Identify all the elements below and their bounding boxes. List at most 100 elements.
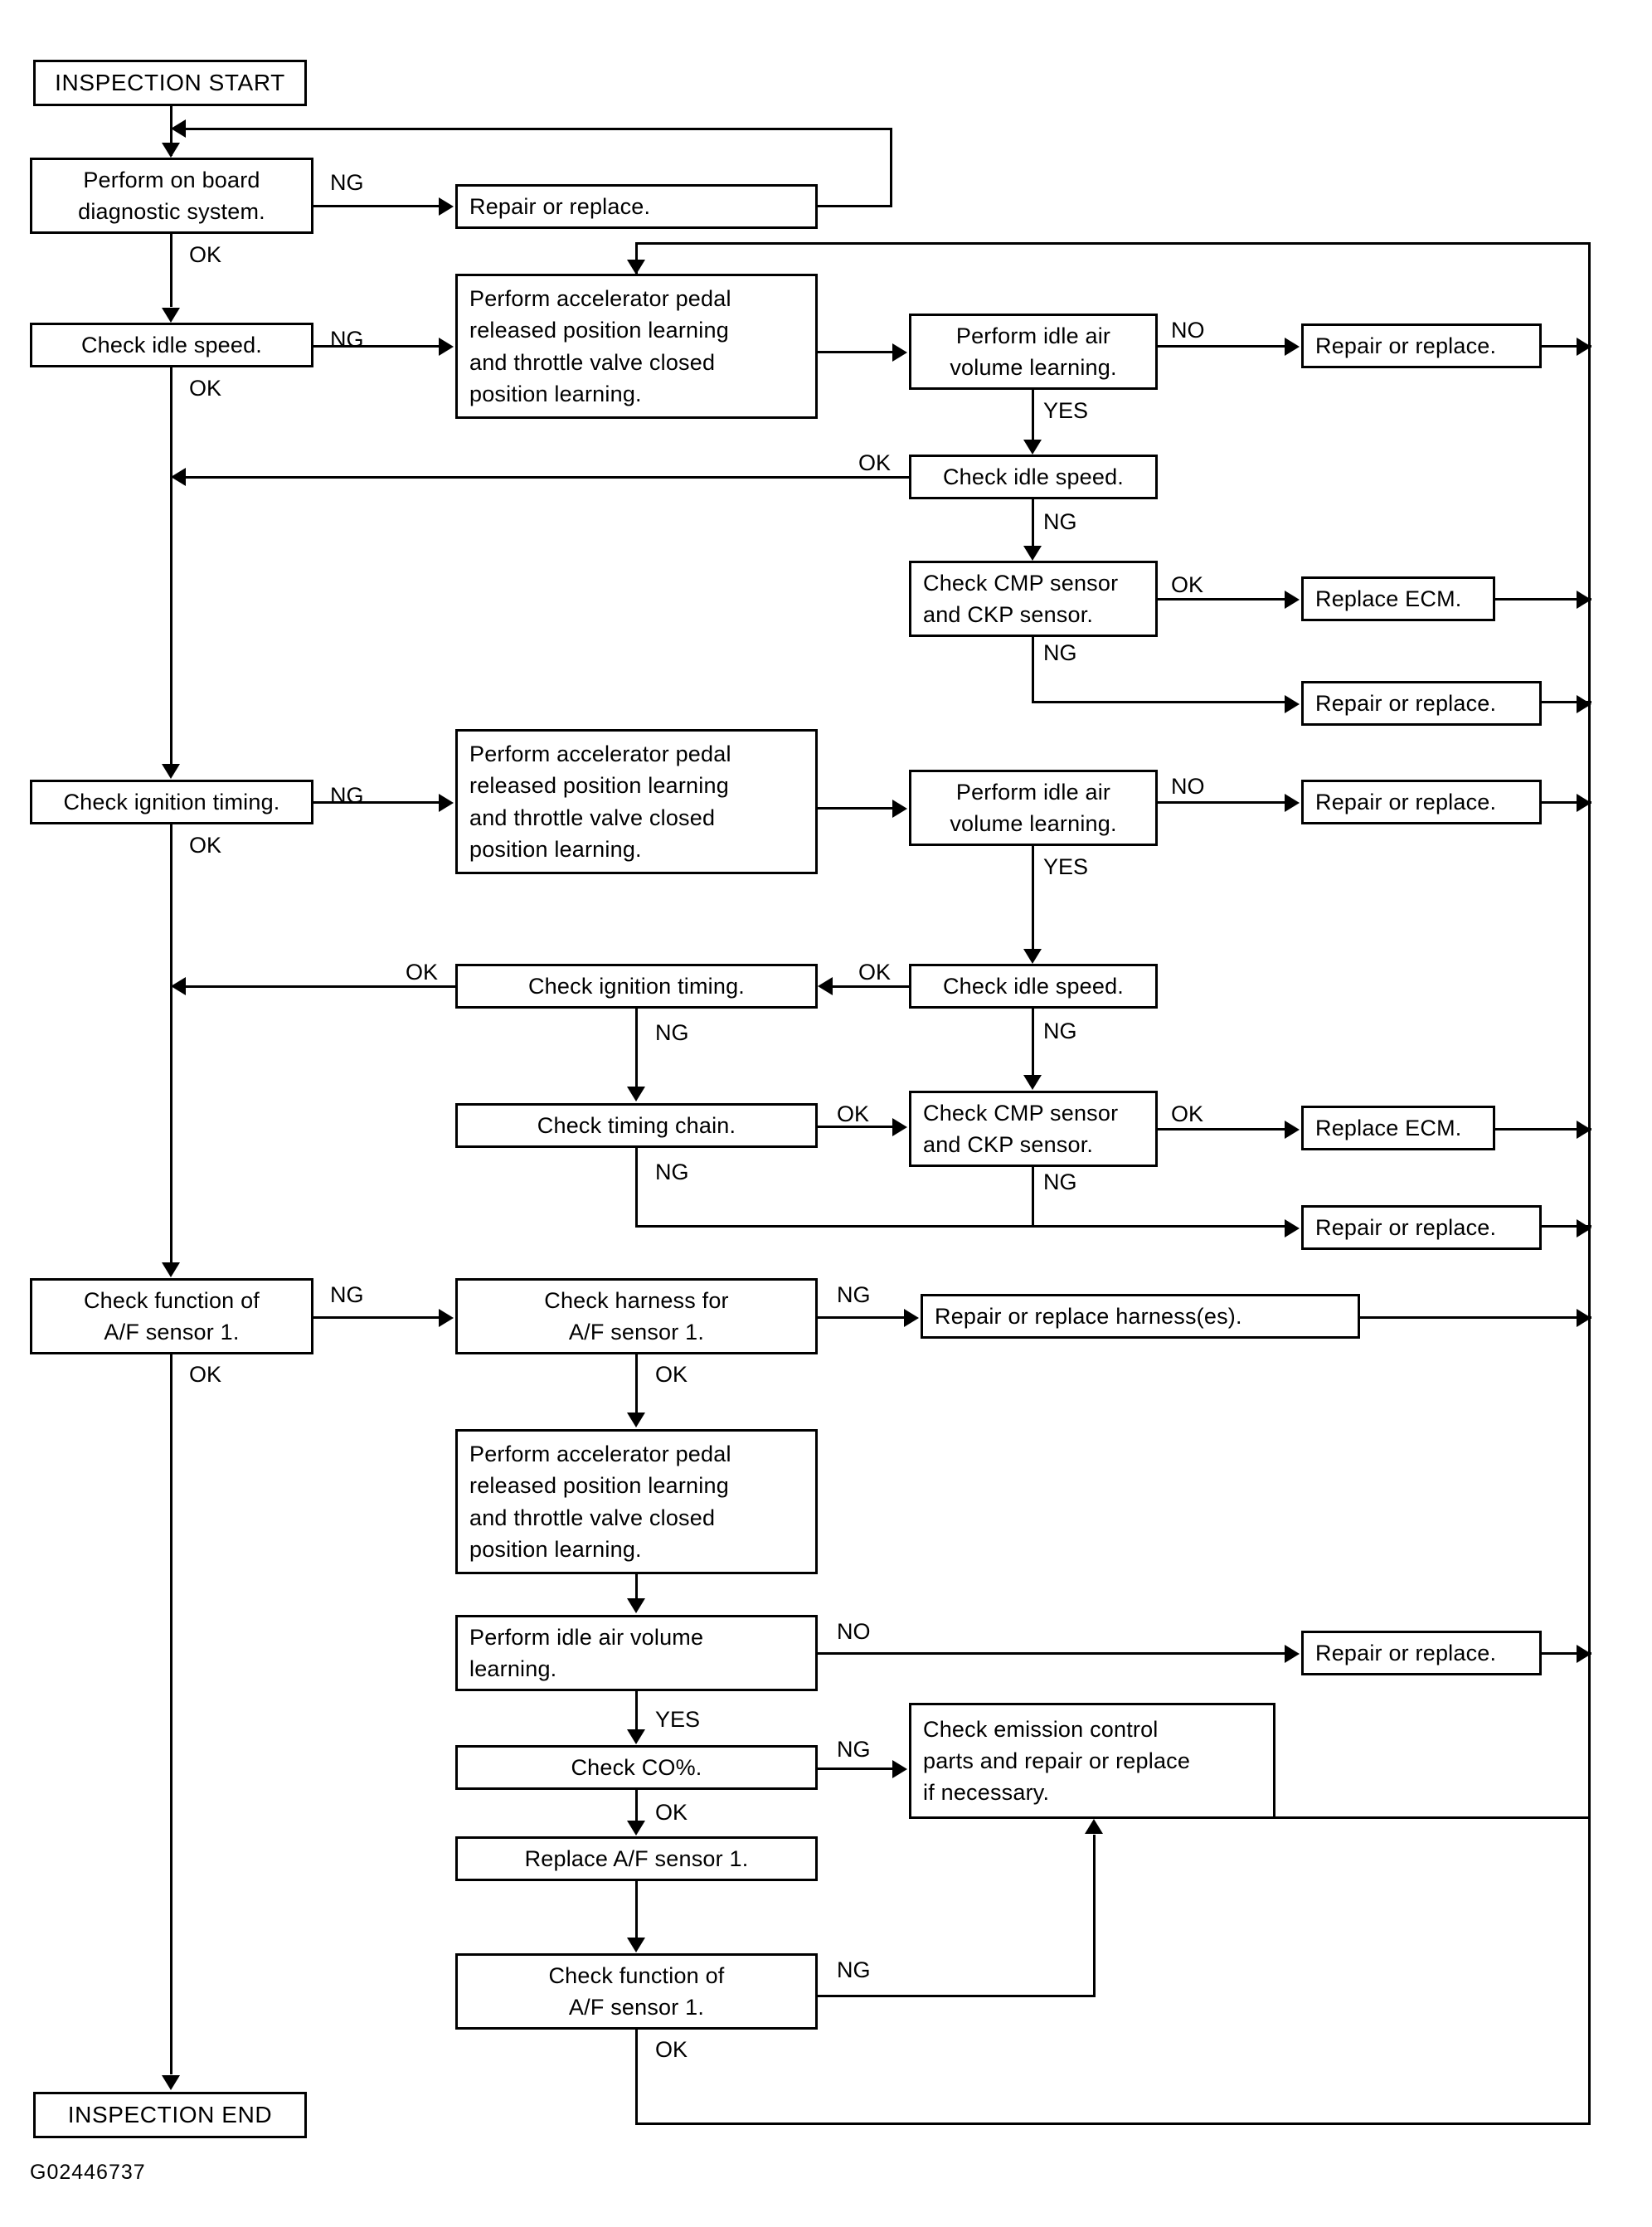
edge-ign2-ok	[186, 985, 455, 988]
arrowhead-replaceaf-in	[627, 1821, 645, 1836]
node-replace-ecm-2[interactable]: Replace ECM.	[1301, 1106, 1495, 1150]
edge-label-co-ng: NG	[837, 1737, 871, 1762]
edge-af2-ok-v	[635, 2030, 638, 2125]
arrowhead-repair4-in	[1285, 794, 1300, 812]
edge-repair1-return-h2	[818, 205, 892, 207]
arrowhead-idle3-in	[1023, 949, 1042, 964]
node-repair-replace-harness[interactable]: Repair or replace harness(es).	[921, 1294, 1360, 1339]
node-check-harness-af-sensor-1[interactable]: Check harness for A/F sensor 1.	[455, 1278, 818, 1354]
node-check-ignition-timing-1[interactable]: Check ignition timing.	[30, 780, 313, 824]
edge-obd-ok	[170, 234, 172, 307]
edge-harness-ok	[635, 1354, 638, 1414]
arrowhead-iavl1-in	[892, 343, 907, 362]
arrowhead-ign2-in-right	[818, 977, 833, 995]
arrowhead-learn2-in	[439, 794, 454, 812]
edge-label-idle1-ng: NG	[330, 327, 364, 352]
arrowhead-cmp2-in-left	[892, 1118, 907, 1136]
edge-idle3-ok	[833, 985, 909, 988]
edge-chain-ok	[818, 1126, 894, 1128]
node-learn-apl-tvcl-1[interactable]: Perform accelerator pedal released posit…	[455, 274, 818, 419]
node-inspection-start[interactable]: INSPECTION START	[33, 60, 307, 106]
edge-cmp1-ok	[1158, 598, 1286, 601]
arrowhead-cmp2-in	[1023, 1075, 1042, 1090]
arrowhead-repairharness-bus	[1577, 1309, 1591, 1327]
edge-label-cmp2-ng: NG	[1043, 1169, 1077, 1194]
node-check-function-af-sensor-2[interactable]: Check function of A/F sensor 1.	[455, 1953, 818, 2030]
edge-harness-ng	[818, 1316, 906, 1319]
node-learn-apl-tvcl-3[interactable]: Perform accelerator pedal released posit…	[455, 1429, 818, 1574]
figure-id-label: G02446737	[30, 2161, 146, 2184]
node-check-ignition-timing-2[interactable]: Check ignition timing.	[455, 964, 818, 1009]
edge-label-ign2-ng: NG	[655, 1020, 689, 1045]
node-inspection-end[interactable]: INSPECTION END	[33, 2092, 307, 2138]
edge-repair3-out	[1542, 701, 1591, 703]
node-replace-ecm-1[interactable]: Replace ECM.	[1301, 576, 1495, 621]
arrowhead-emission-in	[892, 1760, 907, 1778]
edge-label-obd-ng: NG	[330, 170, 364, 195]
node-check-emission-control[interactable]: Check emission control parts and repair …	[909, 1703, 1275, 1819]
arrowhead-repair5-in	[1285, 1219, 1300, 1237]
node-repair-or-replace-6[interactable]: Repair or replace.	[1301, 1631, 1542, 1675]
node-check-idle-speed-1[interactable]: Check idle speed.	[30, 323, 313, 367]
edge-ign1-ok-spine	[170, 824, 172, 1262]
edge-af1-ok-spine	[170, 1354, 172, 2074]
edge-iavl1-yes	[1032, 390, 1034, 441]
node-check-idle-speed-3[interactable]: Check idle speed.	[909, 964, 1158, 1009]
node-idle-air-volume-learning-2[interactable]: Perform idle air volume learning.	[909, 770, 1158, 846]
arrowhead-ecm1-bus	[1577, 591, 1591, 609]
arrowhead-ecm2-in	[1285, 1121, 1300, 1139]
arrowhead-idle1-in	[162, 308, 180, 323]
edge-learn3-to-iavl3	[635, 1574, 638, 1601]
node-repair-or-replace-1[interactable]: Repair or replace.	[455, 184, 818, 229]
arrowhead-repair1-in	[439, 197, 454, 216]
node-idle-air-volume-learning-3[interactable]: Perform idle air volume learning.	[455, 1615, 818, 1691]
edge-iavl2-no	[1158, 801, 1286, 804]
node-repair-or-replace-4[interactable]: Repair or replace.	[1301, 780, 1542, 824]
edge-label-ign1-ok: OK	[189, 833, 222, 858]
edge-label-idle2-ok: OK	[858, 450, 892, 475]
arrowhead-repair6-bus	[1577, 1645, 1591, 1663]
edge-emission-out	[1275, 1816, 1591, 1819]
node-repair-or-replace-3[interactable]: Repair or replace.	[1301, 681, 1542, 726]
edge-label-ign1-ng: NG	[330, 783, 364, 808]
edge-repair5-out	[1542, 1225, 1591, 1228]
node-learn-apl-tvcl-2[interactable]: Perform accelerator pedal released posit…	[455, 729, 818, 874]
edge-cmp1-ng-v	[1032, 637, 1034, 703]
edge-label-af1-ng: NG	[330, 1282, 364, 1307]
edge-ign1-ng	[313, 801, 440, 804]
arrowhead-spine-from-idle2	[171, 468, 186, 486]
edge-label-iavl3-no: NO	[837, 1619, 871, 1644]
arrowhead-repair4-bus	[1577, 794, 1591, 812]
node-perform-obd[interactable]: Perform on board diagnostic system.	[30, 158, 313, 234]
node-repair-or-replace-2[interactable]: Repair or replace.	[1301, 323, 1542, 368]
node-check-idle-speed-2[interactable]: Check idle speed.	[909, 455, 1158, 499]
edge-repair4-out	[1542, 801, 1591, 804]
node-idle-air-volume-learning-1[interactable]: Perform idle air volume learning.	[909, 314, 1158, 390]
edge-cmp2-ok	[1158, 1128, 1286, 1131]
edge-learn2-to-iavl2	[818, 807, 894, 810]
node-repair-or-replace-5[interactable]: Repair or replace.	[1301, 1205, 1542, 1250]
node-check-cmp-ckp-1[interactable]: Check CMP sensor and CKP sensor.	[909, 561, 1158, 637]
arrowhead-repair5-bus	[1577, 1219, 1591, 1237]
node-check-co-percent[interactable]: Check CO%.	[455, 1745, 818, 1790]
edge-repair2-out	[1542, 345, 1591, 348]
edge-co-ng	[818, 1767, 894, 1770]
edge-repair6-out	[1542, 1652, 1591, 1655]
arrowhead-end-in	[162, 2075, 180, 2090]
edge-ecm2-out	[1495, 1128, 1591, 1131]
node-replace-af-sensor-1[interactable]: Replace A/F sensor 1.	[455, 1836, 818, 1881]
node-check-function-af-sensor-1[interactable]: Check function of A/F sensor 1.	[30, 1278, 313, 1354]
edge-label-idle3-ok: OK	[858, 960, 892, 985]
edge-right-bus-main	[1588, 242, 1591, 2125]
edge-chain-ng-h	[635, 1225, 1286, 1228]
edge-label-idle3-ng: NG	[1043, 1019, 1077, 1043]
edge-repairharness-out	[1360, 1316, 1591, 1319]
edge-bus-into-learn1-h	[635, 242, 1591, 245]
arrowhead-emission-bottom	[1085, 1819, 1103, 1834]
node-check-cmp-ckp-2[interactable]: Check CMP sensor and CKP sensor.	[909, 1091, 1158, 1167]
edge-label-cmp2-ok: OK	[1171, 1101, 1204, 1126]
node-check-timing-chain[interactable]: Check timing chain.	[455, 1103, 818, 1148]
arrowhead-ign1-in	[162, 764, 180, 779]
arrowhead-co-in	[627, 1729, 645, 1744]
arrowhead-repairharness-in	[904, 1309, 919, 1327]
